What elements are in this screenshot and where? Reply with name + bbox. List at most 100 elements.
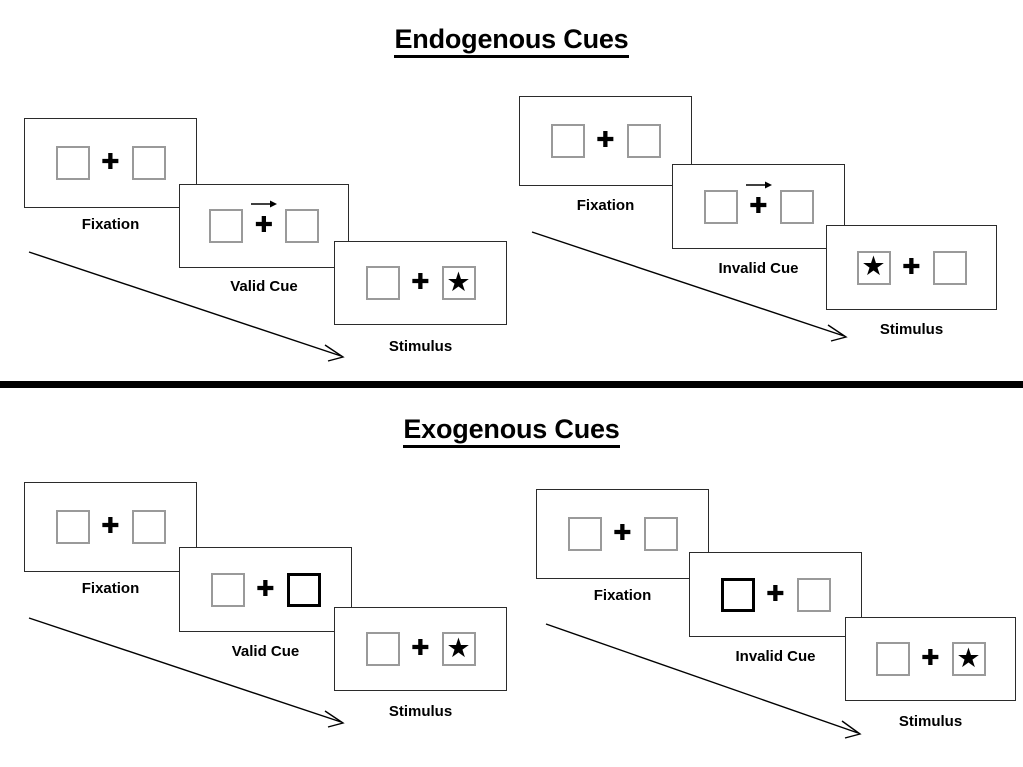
caption-exogenous-valid-fixation: Fixation [81, 580, 140, 597]
placeholder-box-left [703, 189, 738, 224]
fixation-cross-icon: ✚ [596, 128, 615, 153]
placeholder-box-left [209, 209, 243, 243]
panel-endogenous-invalid-fixation: ✚ [519, 96, 692, 186]
panel-exogenous-invalid-cue: ✚ [689, 552, 862, 637]
placeholder-box-left [875, 642, 910, 676]
panel-endogenous-valid-cue: ✚ [179, 184, 349, 268]
placeholder-box-right: ★ [441, 266, 476, 300]
fixation-cross-icon: ✚ [254, 213, 274, 238]
section-divider [0, 381, 1023, 388]
fixation-cross-icon: ✚ [101, 150, 120, 175]
arrow-right-icon [745, 181, 772, 188]
fixation-area: ✚ [910, 648, 952, 670]
star-stimulus-icon: ★ [861, 251, 886, 281]
section-exogenous: Exogenous Cues ✚ Fixation ✚ Valid Cue ✚ [0, 392, 1023, 767]
fixation-area: ✚ [90, 152, 132, 174]
placeholder-box-right: ★ [441, 632, 476, 666]
panel-content: ✚ ★ [335, 632, 506, 666]
panel-exogenous-valid-cue: ✚ [179, 547, 352, 632]
fixation-area: ✚ [243, 200, 285, 238]
caption-endogenous-valid-fixation: Fixation [81, 216, 140, 233]
placeholder-box-left [210, 572, 245, 607]
panel-exogenous-valid-fixation: ✚ [24, 482, 197, 572]
placeholder-box-right [796, 577, 831, 612]
star-stimulus-icon: ★ [446, 632, 471, 663]
panel-endogenous-valid-stimulus: ✚ ★ [334, 241, 507, 325]
panel-endogenous-valid-fixation: ✚ [24, 118, 197, 208]
time-flow-arrow-endogenous-valid [28, 251, 345, 362]
placeholder-box-left: ★ [856, 250, 891, 285]
panel-endogenous-invalid-stimulus: ★ ✚ [826, 225, 997, 310]
caption-endogenous-invalid-cue: Invalid Cue [718, 260, 799, 277]
caption-exogenous-invalid-fixation: Fixation [593, 587, 652, 604]
fixation-cross-icon: ✚ [256, 576, 275, 602]
placeholder-box-left [55, 510, 90, 544]
panel-exogenous-invalid-stimulus: ✚ ★ [845, 617, 1016, 701]
fixation-area: ✚ [755, 583, 797, 606]
placeholder-box-left [365, 266, 400, 300]
star-stimulus-icon: ★ [956, 642, 981, 673]
fixation-area: ✚ [585, 130, 627, 152]
fixation-cross-icon: ✚ [101, 514, 120, 539]
fixation-cross-icon: ✚ [902, 254, 921, 280]
panel-content: ✚ ★ [335, 266, 506, 300]
fixation-area: ✚ [891, 254, 933, 280]
panel-content: ✚ [180, 200, 348, 243]
fixation-area: ✚ [738, 181, 780, 219]
placeholder-box-left [567, 517, 602, 551]
fixation-area: ✚ [245, 576, 287, 602]
arrow-right-icon [251, 200, 277, 208]
caption-endogenous-invalid-fixation: Fixation [576, 197, 635, 214]
fixation-cross-icon: ✚ [411, 270, 430, 295]
fixation-cross-icon: ✚ [613, 521, 632, 546]
fixation-area: ✚ [400, 272, 442, 294]
panel-content: ✚ [537, 517, 708, 551]
panel-exogenous-invalid-fixation: ✚ [536, 489, 709, 579]
section-title-endogenous: Endogenous Cues [0, 24, 1023, 58]
star-stimulus-icon: ★ [446, 266, 471, 297]
time-flow-arrow-exogenous-invalid [545, 623, 862, 739]
fixation-cross-icon: ✚ [921, 646, 940, 671]
panel-content: ✚ [673, 181, 844, 224]
placeholder-box-right [643, 517, 678, 551]
caption-exogenous-invalid-stimulus: Stimulus [898, 713, 963, 730]
panel-endogenous-invalid-cue: ✚ [672, 164, 845, 249]
panel-content: ✚ [520, 124, 691, 158]
section-endogenous: Endogenous Cues ✚ Fixation ✚ Valid Cue [0, 24, 1023, 362]
panel-content: ★ ✚ [827, 250, 996, 285]
placeholder-box-right [626, 124, 661, 158]
fixation-area: ✚ [90, 516, 132, 538]
placeholder-box-left [550, 124, 585, 158]
panel-content: ✚ ★ [846, 642, 1015, 676]
panel-content: ✚ [25, 146, 196, 180]
placeholder-box-right: ★ [951, 642, 986, 676]
panel-exogenous-valid-stimulus: ✚ ★ [334, 607, 507, 691]
section-title-text: Exogenous Cues [403, 414, 620, 448]
placeholder-box-left-cued [720, 577, 755, 612]
caption-endogenous-valid-stimulus: Stimulus [388, 338, 453, 355]
time-flow-arrow-exogenous-valid [28, 617, 345, 728]
placeholder-box-right [779, 189, 814, 224]
placeholder-box-left [365, 632, 400, 666]
fixation-area: ✚ [400, 638, 442, 660]
placeholder-box-right [131, 510, 166, 544]
caption-endogenous-invalid-stimulus: Stimulus [879, 321, 944, 338]
caption-endogenous-valid-cue: Valid Cue [230, 278, 298, 295]
placeholder-box-right [932, 250, 967, 285]
panel-content: ✚ [180, 572, 351, 607]
fixation-cross-icon: ✚ [411, 636, 430, 661]
placeholder-box-right [131, 146, 166, 180]
panel-content: ✚ [25, 510, 196, 544]
caption-exogenous-valid-stimulus: Stimulus [388, 703, 453, 720]
fixation-area: ✚ [602, 523, 644, 545]
fixation-cross-icon: ✚ [749, 193, 768, 219]
caption-exogenous-invalid-cue: Invalid Cue [735, 648, 816, 665]
time-flow-arrow-endogenous-invalid [531, 231, 848, 342]
caption-exogenous-valid-cue: Valid Cue [231, 643, 300, 660]
placeholder-box-left [55, 146, 90, 180]
section-title-text: Endogenous Cues [394, 24, 629, 58]
section-title-exogenous: Exogenous Cues [0, 414, 1023, 448]
placeholder-box-right [285, 209, 319, 243]
placeholder-box-right-cued [286, 572, 321, 607]
panel-content: ✚ [690, 577, 861, 612]
